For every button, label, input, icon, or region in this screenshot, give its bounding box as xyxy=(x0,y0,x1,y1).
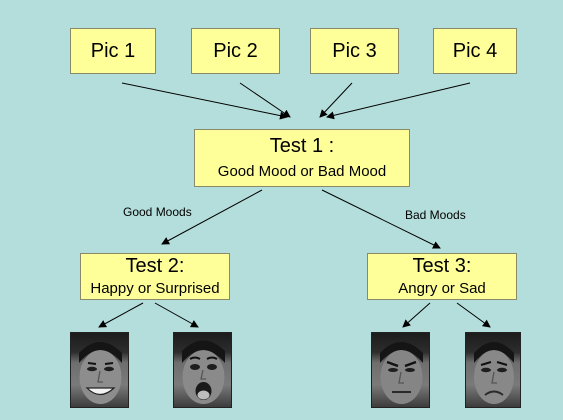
arrow-pic1-test1 xyxy=(121,82,288,120)
edge-label-good-moods: Good Moods xyxy=(123,205,192,219)
arrow-test1-test3 xyxy=(321,189,441,249)
edge-label-bad-moods: Bad Moods xyxy=(405,208,466,222)
face-angry-image xyxy=(371,332,430,408)
arrow-test3-angry xyxy=(402,302,431,328)
test-2-subtitle: Happy or Surprised xyxy=(90,280,220,298)
pic-1-box: Pic 1 xyxy=(70,28,156,74)
arrow-pic2-test1 xyxy=(239,82,291,118)
pic-3-label: Pic 3 xyxy=(332,39,377,62)
pic-4-box: Pic 4 xyxy=(433,28,517,74)
pic-2-box: Pic 2 xyxy=(191,28,280,74)
pic-1-label: Pic 1 xyxy=(90,39,136,62)
test-3-box: Test 3: Angry or Sad xyxy=(367,253,517,300)
test-2-title: Test 2: xyxy=(125,255,185,278)
pic-2-label: Pic 2 xyxy=(213,39,258,62)
face-sad-image xyxy=(465,332,521,408)
test-1-box: Test 1 : Good Mood or Bad Mood xyxy=(194,129,410,187)
arrow-test1-test2 xyxy=(161,189,263,245)
pic-3-box: Pic 3 xyxy=(310,28,399,74)
test-3-title: Test 3: xyxy=(412,255,472,278)
arrow-test2-happy xyxy=(98,302,144,328)
test-2-box: Test 2: Happy or Surprised xyxy=(80,253,230,300)
face-surprised-image xyxy=(173,332,232,408)
test-3-subtitle: Angry or Sad xyxy=(398,280,486,298)
arrow-test3-sad xyxy=(456,302,491,328)
pic-4-label: Pic 4 xyxy=(452,39,498,62)
arrow-test2-surprised xyxy=(154,302,199,328)
face-happy-image xyxy=(70,332,129,408)
arrow-pic3-test1 xyxy=(319,82,353,118)
test-1-title: Test 1 : xyxy=(269,135,335,158)
arrow-pic4-test1 xyxy=(326,82,471,120)
test-1-subtitle: Good Mood or Bad Mood xyxy=(217,163,387,181)
